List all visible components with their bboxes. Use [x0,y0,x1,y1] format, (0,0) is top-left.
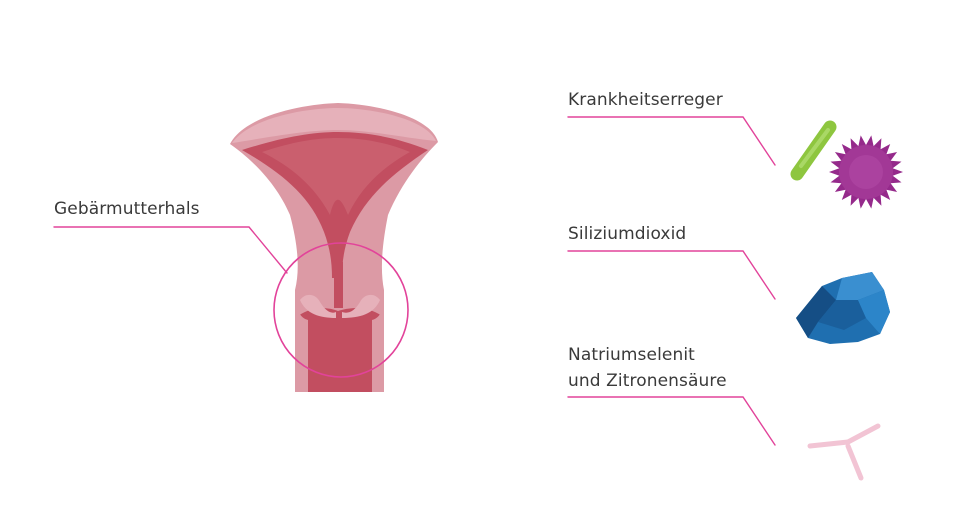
cervix-lip-left [300,294,336,318]
vagina-wall-left [296,296,308,392]
selenite-leader-line [567,396,776,446]
cervix-label: Gebärmutterhals [54,199,200,219]
crystal-arm-right [845,423,881,445]
silica-label: Siliziumdioxid [568,224,687,244]
vagina-section [298,308,382,392]
cervical-canal [334,262,343,308]
silica-facet-mid [818,300,866,330]
silica-particle-icon [796,272,890,344]
pathogens-label: Krankheitserreger [568,90,723,110]
silica-leader-line [567,250,776,300]
crystal-arm-left [807,439,851,449]
silica-facet-bright [858,290,890,334]
cervix-highlight-circle [273,242,409,378]
pathogens-leader-line [567,116,776,166]
selenite-label-line1: Natriumselenit [568,345,695,365]
bacteria-virus-icon [790,120,903,209]
cervix-lip-right [342,294,380,318]
uterus-illustration [230,103,438,392]
cervix-leader-line [53,226,288,274]
silica-facet-light [836,272,884,300]
crystal-stem [845,443,864,481]
silica-facet-dark [796,286,836,338]
selenite-label-line2: und Zitronensäure [568,371,727,391]
crystal-icon [807,423,881,481]
uterus-fundus [232,108,436,143]
uterine-cavity-highlight [262,138,410,215]
